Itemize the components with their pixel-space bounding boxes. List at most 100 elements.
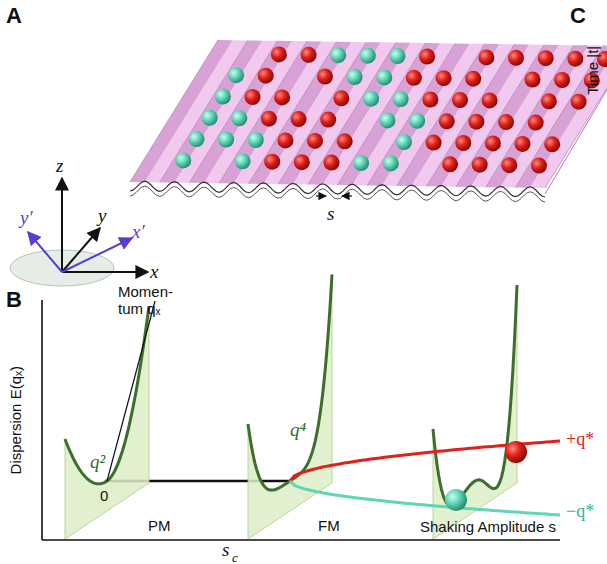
atom-plus (515, 136, 531, 152)
atom-minus (363, 91, 379, 107)
dispersion-plot (65, 275, 560, 540)
atom-minus (376, 69, 392, 85)
atom-plus (505, 441, 527, 463)
ridge (456, 45, 544, 187)
atom-minus (248, 132, 264, 148)
axis-title: Dispersion E(qₓ) (8, 366, 25, 474)
curve-label: q² (90, 452, 105, 473)
atom-plus (324, 155, 340, 171)
ridge (130, 40, 218, 182)
lattice-spacing (316, 196, 352, 197)
ridge (545, 46, 607, 188)
atom-plus (452, 92, 468, 108)
atom-plus (317, 69, 333, 85)
axis-label: x (150, 262, 158, 283)
atom-plus (472, 157, 488, 173)
phase-label: FM (318, 518, 340, 535)
ridge (486, 45, 574, 187)
atom-minus (347, 69, 363, 85)
atom-minus (445, 489, 467, 511)
panel-letter: B (6, 288, 22, 312)
axis-label: y′ (20, 208, 33, 229)
atom-plus (465, 71, 481, 87)
atom-plus (261, 111, 277, 127)
atom-minus (231, 110, 247, 126)
atom-plus (258, 68, 274, 84)
ridge (515, 46, 603, 188)
atom-plus (455, 135, 471, 151)
corrugation (530, 46, 607, 188)
dispersion-curve (433, 285, 517, 506)
atom-plus (567, 51, 583, 67)
atom-minus (396, 134, 412, 150)
ridge (249, 42, 337, 184)
atom-minus (215, 89, 231, 105)
sheet-edge (545, 46, 607, 194)
atom-minus (202, 110, 218, 126)
tick-label: 0 (100, 488, 108, 505)
axis-title: Shaking Amplitude s (420, 519, 556, 536)
atom-plus (291, 111, 307, 127)
atom-plus (531, 158, 547, 174)
atom-minus (218, 132, 234, 148)
axis-label: y (98, 206, 106, 227)
atom-plus (294, 154, 310, 170)
atom-minus (175, 152, 191, 168)
atoms (175, 46, 607, 173)
axes-3d (10, 178, 148, 286)
atom-plus (406, 70, 422, 86)
atom-plus (554, 72, 570, 88)
atom-plus (482, 92, 498, 108)
atom-minus (409, 113, 425, 129)
atom-plus (307, 133, 323, 149)
dispersion-slice (65, 306, 149, 539)
dispersion-curve (65, 306, 149, 484)
axis-label: z (56, 156, 63, 177)
ridge (338, 43, 426, 185)
sheet-edge (130, 181, 545, 197)
atom-minus (360, 48, 376, 64)
panel-letter: A (6, 4, 22, 28)
axis-label: x′ (132, 222, 145, 243)
sheet-edge (130, 186, 545, 202)
atom-minus (235, 153, 251, 169)
atom-plus (426, 135, 442, 151)
atom-minus (380, 112, 396, 128)
ridge (426, 44, 514, 186)
atom-minus (383, 155, 399, 171)
atom-plus (337, 133, 353, 149)
dispersion-curve (248, 275, 332, 491)
ridge (189, 41, 277, 183)
tick-label: c (232, 551, 238, 564)
atom-minus (393, 91, 409, 107)
atom-plus (508, 50, 524, 66)
atom-plus (436, 70, 452, 86)
atom-minus (228, 67, 244, 83)
curve-label: q⁴ (290, 420, 306, 441)
ridge (160, 40, 248, 182)
phase-label: PM (148, 518, 171, 535)
atom-plus (320, 112, 336, 128)
dispersion-slice (248, 275, 332, 540)
ridge (278, 42, 366, 184)
atom-plus (277, 132, 293, 148)
atom-plus (544, 136, 560, 152)
dispersion-slice (433, 285, 517, 539)
minus-branch (290, 481, 560, 515)
atom-plus (274, 89, 290, 105)
atom-minus (390, 48, 406, 64)
atom-plus (485, 135, 501, 151)
atom-plus (541, 93, 557, 109)
ridge (397, 44, 485, 186)
atom-plus (468, 114, 484, 130)
branch-label: +q* (566, 430, 594, 450)
axes-2d (42, 300, 560, 540)
panel-letter: C (570, 4, 586, 28)
spacing-label: s (327, 204, 334, 225)
atom-plus (333, 90, 349, 106)
ridge (367, 43, 455, 185)
atom-plus (501, 157, 517, 173)
atom-plus (528, 115, 544, 131)
